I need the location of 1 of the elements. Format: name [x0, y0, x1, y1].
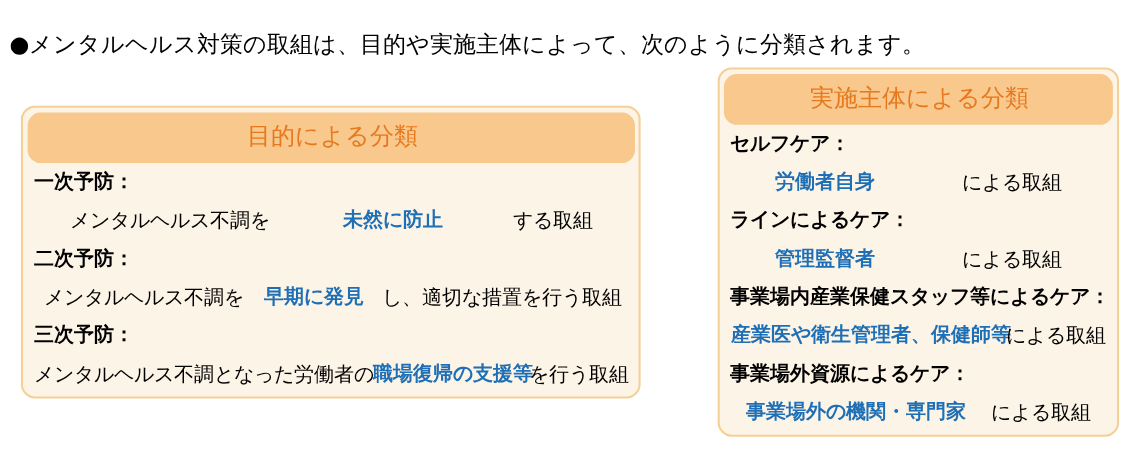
diagram-title: ●メンタルヘルス対策の取組は、目的や実施主体によって、次のように分類されます。	[9, 31, 926, 58]
